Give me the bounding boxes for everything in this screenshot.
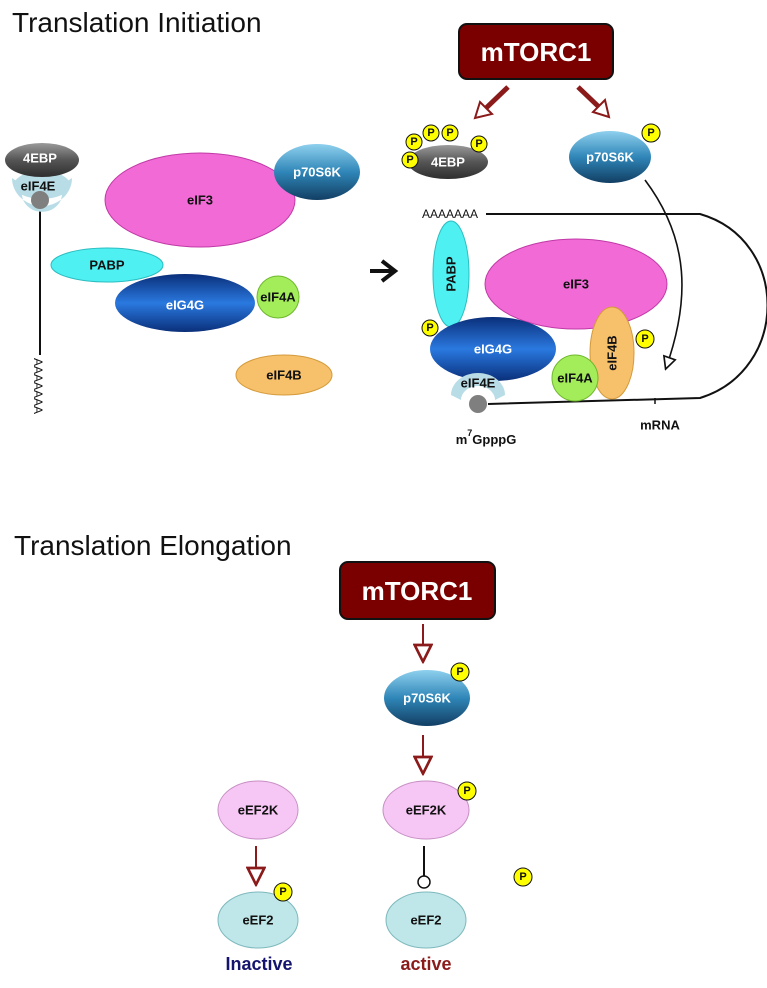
cap-label-sup: 7 xyxy=(467,428,472,438)
right-cap xyxy=(469,395,487,413)
inhibition-end xyxy=(417,875,431,889)
free-phospho xyxy=(513,867,533,887)
left-eif4e-crescent xyxy=(12,178,72,212)
right-eif4b xyxy=(589,306,635,400)
4ebp-phospho-4-label: P xyxy=(475,138,482,150)
4ebp-phospho-1-label: P xyxy=(427,127,434,139)
4ebp-phospho-3 xyxy=(405,133,423,151)
elong-p70s6k-phospho xyxy=(450,662,470,682)
left-cap xyxy=(31,191,49,209)
eig4g-phospho xyxy=(421,319,439,337)
active-eef2k-label: eEF2K xyxy=(406,803,447,818)
right-4ebp-label: 4EBP xyxy=(431,155,465,170)
left-eif3-label: eIF3 xyxy=(187,193,213,208)
inactive-eef2k-label: eEF2K xyxy=(238,803,279,818)
mtorc1-box-top xyxy=(458,23,614,80)
p70s6k-phospho-top-label: P xyxy=(647,127,654,139)
free-phospho-label: P xyxy=(519,871,526,883)
active-eef2-label: eEF2 xyxy=(410,913,441,928)
mtorc1-to-p70s6k-arrow xyxy=(576,85,602,110)
elong-p70s6k-phospho-label: P xyxy=(456,666,463,678)
left-polya-tail: AAAAAAA xyxy=(31,358,45,414)
left-eif4a xyxy=(256,275,300,319)
eig4g-phospho-label: P xyxy=(426,322,433,334)
left-eig4g-label: eIG4G xyxy=(166,298,204,313)
active-eef2k xyxy=(382,780,470,840)
cap-label: m7GpppG xyxy=(456,428,517,447)
elongation-section: mTORC1 p70S6K P eEF2K P P eEF2 active eE… xyxy=(217,561,533,974)
4ebp-phospho-2-label: P xyxy=(446,127,453,139)
left-eif4a-label: eIF4A xyxy=(260,290,296,305)
mrna-label: mRNA xyxy=(640,418,680,433)
left-pabp-label: PABP xyxy=(89,258,124,273)
mtorc1-label-bottom: mTORC1 xyxy=(362,576,473,606)
mrna-loop xyxy=(486,213,767,405)
inactive-label: Inactive xyxy=(225,954,292,974)
left-eif4e-body xyxy=(14,171,70,199)
active-label: active xyxy=(400,954,451,974)
left-eig4g xyxy=(115,274,255,332)
eif4b-phospho-label: P xyxy=(641,333,648,345)
active-eef2k-phospho xyxy=(457,781,477,801)
mtorc1-box-bottom xyxy=(339,561,496,620)
inactive-eef2-phospho-label: P xyxy=(279,886,286,898)
right-eif4e-crescent xyxy=(451,373,505,400)
left-eif4b-label: eIF4B xyxy=(266,368,301,383)
left-initiation-complex: AAAAAAA 4EBP eIF4E eIF3 p70S6K PABP eIG4… xyxy=(5,143,360,414)
mtorc1-label-top: mTORC1 xyxy=(481,37,592,67)
elongation-title: Translation Elongation xyxy=(14,530,292,561)
mtorc1-to-4ebp-arrow xyxy=(482,85,510,112)
left-pabp xyxy=(50,247,164,283)
active-eef2k-phospho-label: P xyxy=(463,785,470,797)
right-4ebp xyxy=(408,145,488,179)
inactive-eef2-label: eEF2 xyxy=(242,913,273,928)
right-eif4a-label: eIF4A xyxy=(557,371,593,386)
right-eif4b-label: eIF4B xyxy=(605,335,620,370)
transition-arrow xyxy=(370,259,399,283)
elong-p70s6k-label: p70S6K xyxy=(403,691,451,706)
right-eif4e-label: eIF4E xyxy=(461,376,496,391)
p70s6k-to-eif4b-arrow xyxy=(644,179,683,368)
p70s6k-phospho-top xyxy=(641,123,661,143)
4ebp-phospho-1 xyxy=(422,124,440,142)
left-4ebp-label: 4EBP xyxy=(23,151,57,166)
4ebp-phospho-5 xyxy=(401,151,419,169)
inactive-eef2k xyxy=(217,780,299,840)
initiation-title: Translation Initiation xyxy=(12,7,262,38)
4ebp-phospho-3-label: P xyxy=(410,136,417,148)
right-eif3 xyxy=(484,238,668,330)
4ebp-phospho-4 xyxy=(470,135,488,153)
mtorc1-to-p70s6k-arrowhead xyxy=(591,98,611,119)
left-eif3 xyxy=(104,152,296,248)
left-p70s6k xyxy=(274,144,360,200)
mtorc1-to-4ebp-arrowhead xyxy=(473,100,494,120)
right-eig4g-label: eIG4G xyxy=(474,342,512,357)
active-eef2 xyxy=(385,891,467,949)
elong-p70s6k xyxy=(384,670,470,726)
right-eif4a xyxy=(551,354,599,402)
left-4ebp xyxy=(5,143,79,177)
right-pabp-label: PABP xyxy=(444,256,459,291)
4ebp-phospho-2 xyxy=(441,124,459,142)
eif4b-phospho xyxy=(635,329,655,349)
right-polya-tail: AAAAAAA xyxy=(422,207,478,221)
inactive-eef2 xyxy=(217,891,299,949)
left-p70s6k-label: p70S6K xyxy=(293,165,341,180)
right-eig4g xyxy=(430,317,556,381)
cap-label-m: m xyxy=(456,432,468,447)
right-eif3-label: eIF3 xyxy=(563,277,589,292)
left-eif4e-label: eIF4E xyxy=(21,179,56,194)
4ebp-phospho-group: P P P P P xyxy=(401,124,488,169)
left-eif4b xyxy=(235,354,333,396)
right-initiation-complex: mTORC1 4EBP P P P P P p70S6K P xyxy=(401,23,767,447)
cap-label-rest: GpppG xyxy=(472,432,516,447)
4ebp-phospho-5-label: P xyxy=(406,154,413,166)
inactive-eef2-phospho xyxy=(273,882,293,902)
right-p70s6k xyxy=(569,131,651,183)
right-p70s6k-label: p70S6K xyxy=(586,150,634,165)
